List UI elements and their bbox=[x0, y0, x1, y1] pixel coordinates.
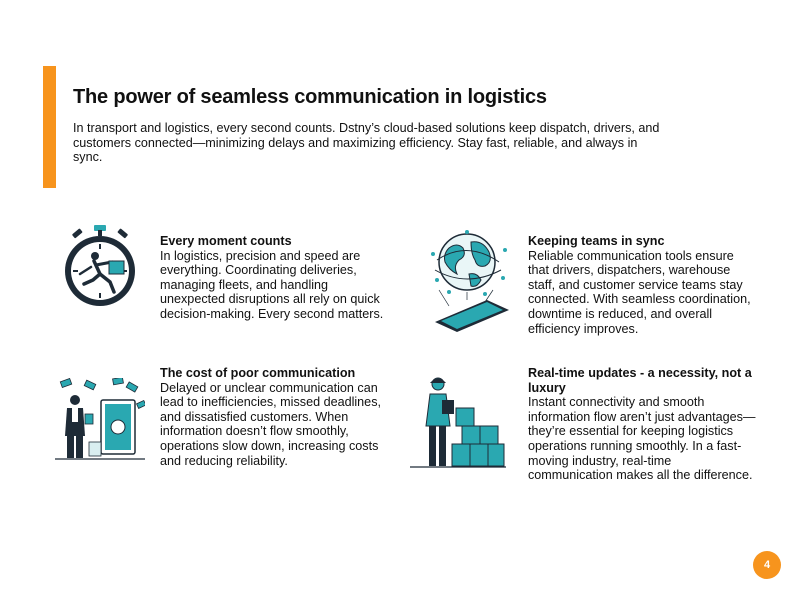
card-heading: Every moment counts bbox=[160, 234, 292, 248]
card-body: Reliable communication tools ensure that… bbox=[528, 248, 751, 336]
stopwatch-runner-icon bbox=[60, 222, 152, 314]
card-body: Instant connectivity and smooth informat… bbox=[528, 395, 756, 483]
card-body: In logistics, precision and speed are ev… bbox=[160, 248, 384, 321]
page-number-badge: 4 bbox=[753, 551, 781, 579]
card-body: Delayed or unclear communication can lea… bbox=[160, 380, 381, 468]
card-heading: Keeping teams in sync bbox=[528, 234, 665, 248]
globe-network-icon bbox=[427, 230, 519, 332]
accent-bar bbox=[43, 66, 56, 188]
warehouse-worker-icon bbox=[408, 374, 508, 474]
intro-paragraph: In transport and logistics, every second… bbox=[73, 121, 660, 165]
card-heading: Real-time updates - a necessity, not a l… bbox=[528, 366, 752, 395]
card-heading: The cost of poor communication bbox=[160, 366, 356, 380]
page-title: The power of seamless communication in l… bbox=[73, 86, 547, 108]
money-loss-icon bbox=[55, 376, 147, 466]
